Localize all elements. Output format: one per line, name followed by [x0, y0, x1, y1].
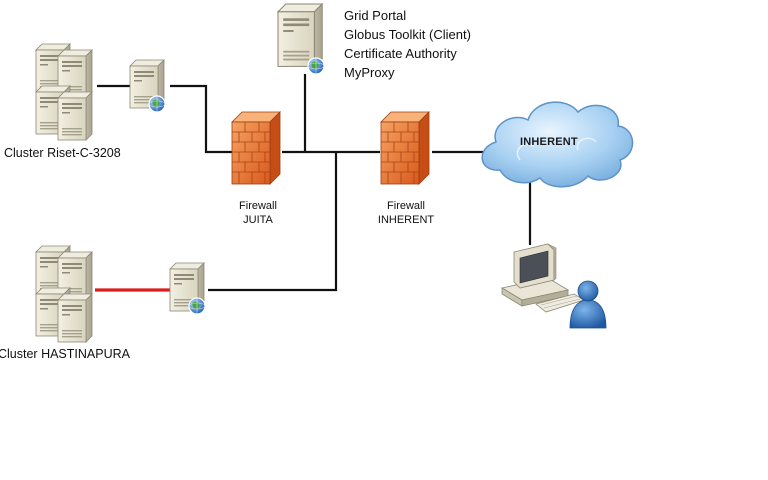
hastinapura-gateway-server [169, 262, 206, 315]
server-tower-icon [57, 293, 93, 343]
portal-label-line: Globus Toolkit (Client) [344, 27, 471, 42]
riset-gateway-server [129, 59, 166, 113]
cluster-riset-label: Cluster Riset-C-3208 [4, 146, 121, 160]
server-tower-icon [57, 91, 93, 141]
cluster-hastinapura-label: Cluster HASTINAPURA [0, 347, 130, 361]
globe-icon [188, 297, 206, 315]
server-tower-icon [277, 3, 323, 68]
globe-icon [148, 95, 166, 113]
grid-portal-server [277, 3, 325, 75]
cloud-icon [481, 101, 634, 188]
firewall-inherent-label-line2: INHERENT [377, 214, 435, 226]
link-riset-gateway-juita [170, 84, 232, 154]
cluster-hastinapura-server-stack [35, 245, 93, 343]
portal-label-line: MyProxy [344, 65, 395, 80]
portal-label-line: Grid Portal [344, 8, 407, 23]
link-hastinapura-backbone [208, 152, 338, 292]
firewall-juita-icon [231, 111, 281, 185]
grid-portal-labels: Grid Portal Globus Toolkit (Client) Cert… [344, 6, 471, 82]
cloud-label: INHERENT [520, 136, 578, 148]
connection-lines [97, 74, 532, 292]
firewall-inherent-label-line1: Firewall [387, 200, 425, 212]
cluster-riset-server-stack [35, 43, 93, 141]
portal-label-line: Certificate Authority [344, 46, 457, 61]
firewall-juita-label-line2: JUITA [243, 214, 273, 226]
firewall-inherent-icon [380, 111, 430, 185]
workstation-icon [500, 243, 585, 313]
firewall-inherent-label: Firewall INHERENT [378, 199, 434, 227]
firewall-juita-label-line1: Firewall [239, 200, 277, 212]
user-icon [569, 280, 607, 329]
globe-icon [307, 57, 325, 75]
firewall-juita-label: Firewall JUITA [239, 199, 277, 227]
